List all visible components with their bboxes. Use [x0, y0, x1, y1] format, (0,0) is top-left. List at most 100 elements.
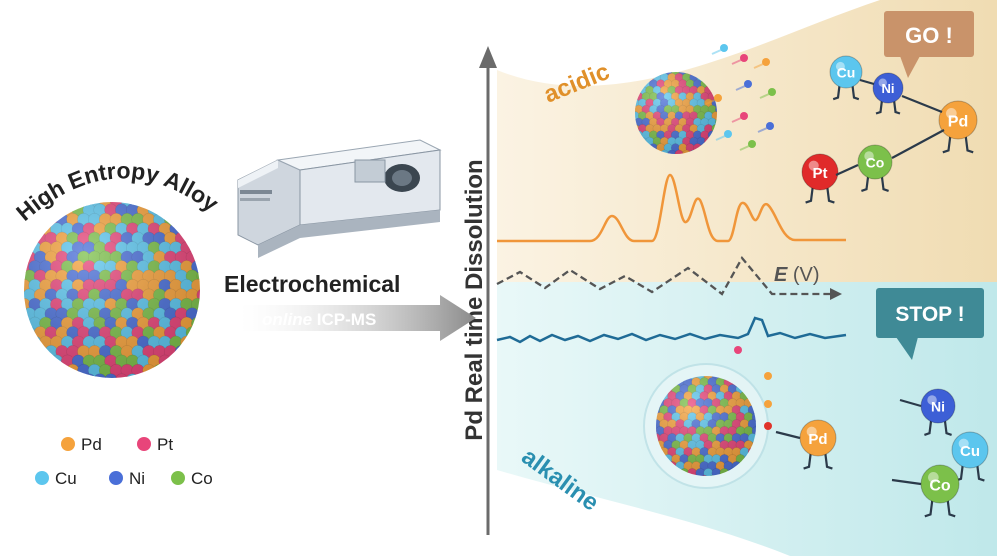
character-leg — [976, 464, 985, 482]
ion-trail — [731, 117, 742, 123]
ion-trail — [731, 59, 742, 65]
alloy-atom — [196, 307, 200, 321]
ion-dot — [720, 44, 728, 52]
ion-dot — [762, 58, 770, 66]
method-online: online — [262, 310, 312, 329]
character-leg — [875, 99, 884, 115]
character-highlight — [806, 426, 817, 437]
ion-dot — [744, 80, 752, 88]
method-line1: Electrochemical — [224, 271, 400, 297]
ion-dot — [748, 140, 756, 148]
stop-bubble-text: STOP ! — [895, 303, 964, 326]
character-leg — [946, 499, 956, 518]
potential-sweep-trace — [496, 255, 830, 296]
character-highlight — [928, 472, 939, 483]
acidic-character-pt: Pt — [801, 153, 839, 204]
character-label: Co — [929, 477, 951, 494]
character-body — [872, 72, 904, 104]
alkaline-dissolution-trace — [496, 316, 847, 344]
character-label: Ni — [882, 81, 895, 96]
character-leg — [924, 419, 933, 436]
character-highlight — [958, 438, 969, 449]
method-line2: online ICP-MS — [262, 310, 376, 329]
acidic-dissolution-trace — [497, 173, 846, 243]
acidic-character-co: Co — [857, 144, 893, 192]
character-leg — [942, 135, 952, 154]
pointing-arm — [899, 398, 922, 408]
character-leg — [824, 452, 833, 470]
legend-swatch-pt — [137, 437, 151, 451]
character-leg — [832, 84, 841, 101]
character-label: Pd — [948, 113, 968, 130]
character-label: Cu — [960, 443, 980, 460]
character-highlight — [835, 61, 845, 71]
ion-trail — [735, 85, 746, 91]
ion-trail — [757, 127, 768, 133]
ion-trail — [739, 145, 750, 151]
alkaline-character-cu: Cu — [951, 431, 989, 482]
character-label: Ni — [931, 399, 945, 415]
character-highlight — [946, 108, 957, 119]
character-leg — [924, 499, 934, 518]
legend-swatch-pd — [61, 437, 75, 451]
acidic-character-pd: Pd — [938, 100, 978, 154]
legend-label-co: Co — [191, 469, 213, 488]
high-entropy-alloy-nanoparticle — [24, 202, 200, 378]
alkaline-character-ni: Ni — [920, 388, 956, 436]
legend-swatch-cu — [35, 471, 49, 485]
character-label: Co — [866, 155, 885, 171]
acidic-character-cu: Cu — [829, 55, 863, 101]
character-leg — [892, 99, 901, 115]
legend-swatch-co — [171, 471, 185, 485]
ion-dot — [764, 372, 772, 380]
character-body — [938, 100, 978, 140]
character-body — [801, 153, 839, 191]
character-highlight — [878, 78, 887, 87]
y-axis-label: Pd Real time Dissolution — [461, 159, 488, 440]
ion-dot — [740, 112, 748, 120]
potential-variable: E — [774, 264, 788, 286]
method-arrow — [240, 295, 476, 341]
ion-dot — [768, 88, 776, 96]
character-leg — [943, 419, 952, 436]
acidic-region — [497, 0, 997, 282]
ion-trail — [705, 99, 716, 105]
character-highlight — [864, 151, 874, 161]
legend-label-ni: Ni — [129, 469, 145, 488]
ion-dot — [724, 130, 732, 138]
method-icpms: ICP-MS — [312, 310, 376, 329]
alkaline-character-pd: Pd — [799, 419, 837, 470]
acidic-character-ni: Ni — [872, 72, 904, 115]
alkaline-nanoparticle — [643, 363, 769, 489]
pointing-arm — [891, 478, 922, 486]
ion-dot — [766, 122, 774, 130]
go-bubble-text: GO ! — [905, 23, 953, 48]
alkaline-character-co: Co — [920, 464, 960, 518]
character-label: Cu — [837, 64, 856, 80]
icp-ms-instrument-icon — [237, 139, 442, 258]
character-leg — [826, 186, 835, 204]
ion-dot — [714, 94, 722, 102]
ion-trail — [753, 63, 764, 69]
holding-hands — [835, 163, 859, 177]
character-label: Pd — [808, 431, 827, 448]
character-leg — [964, 135, 974, 154]
potential-unit: (V) — [787, 264, 819, 286]
character-leg — [880, 175, 889, 192]
character-label: Pt — [813, 165, 828, 182]
ion-dot — [764, 422, 772, 430]
ion-dot — [740, 54, 748, 62]
ion-trail — [715, 135, 726, 141]
ion-trail — [711, 49, 722, 55]
dissolving-ions — [705, 44, 776, 430]
pointing-arm — [775, 430, 801, 440]
stop-bubble: STOP ! — [876, 288, 984, 360]
alloy-atom — [77, 202, 91, 208]
holding-hands — [901, 94, 943, 114]
holding-hands — [859, 78, 875, 86]
alloy-atom — [24, 316, 31, 330]
